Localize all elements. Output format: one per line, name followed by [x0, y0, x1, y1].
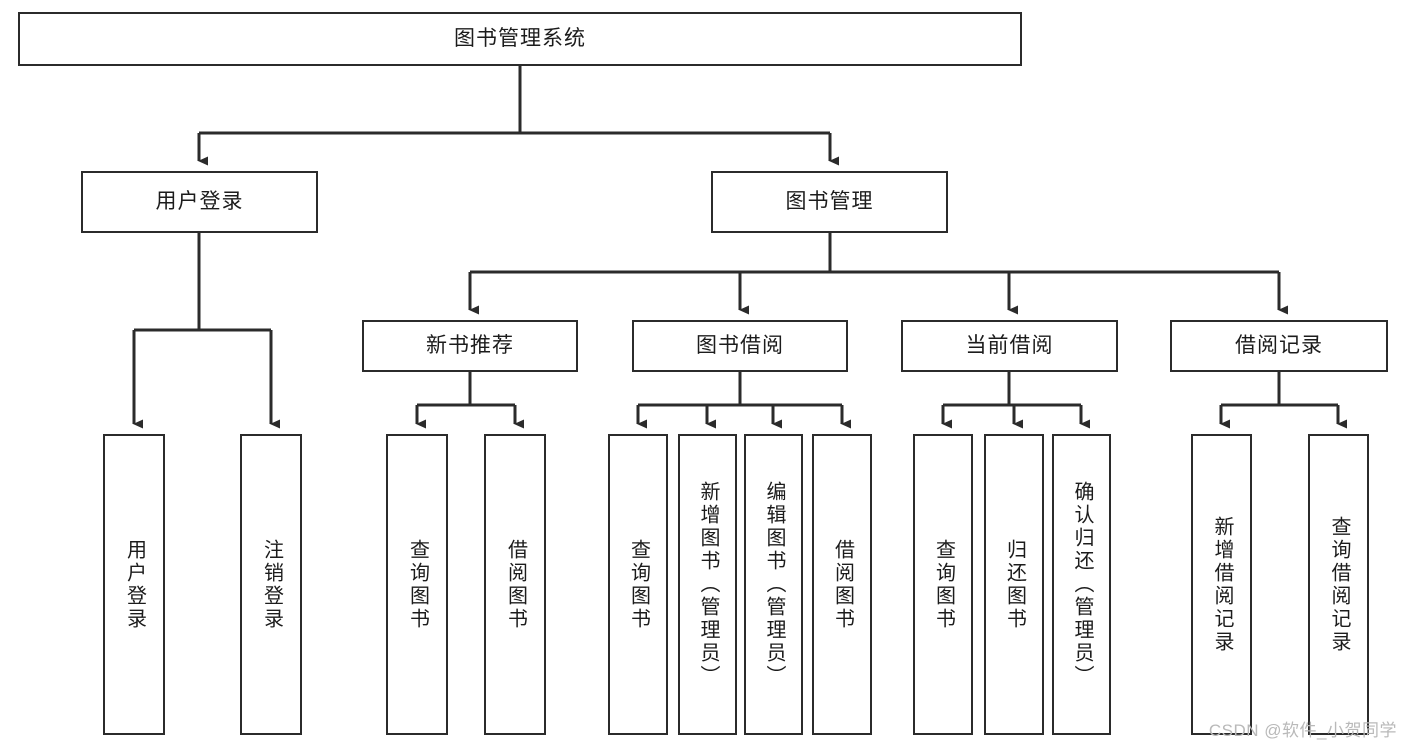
node-leaf-confirm-return-admin[interactable]: 确认归还（管理员）: [1052, 434, 1111, 735]
node-leaf-query-borrow-record-label: 查询借阅记录: [1328, 515, 1350, 654]
node-leaf-query-book-current[interactable]: 查询图书: [913, 434, 973, 735]
node-leaf-user-logout[interactable]: 注销登录: [240, 434, 302, 735]
node-leaf-edit-book-admin[interactable]: 编辑图书（管理员）: [744, 434, 803, 735]
node-leaf-return-book-label: 归还图书: [1003, 538, 1026, 631]
node-current-borrow-label: 当前借阅: [965, 334, 1054, 358]
node-leaf-user-login[interactable]: 用户登录: [103, 434, 165, 735]
node-leaf-add-borrow-record[interactable]: 新增借阅记录: [1191, 434, 1252, 735]
node-user-login[interactable]: 用户登录: [81, 171, 318, 233]
node-leaf-confirm-return-admin-label: 确认归还（管理员）: [1071, 481, 1093, 688]
node-book-borrow[interactable]: 图书借阅: [632, 320, 848, 372]
node-leaf-add-book-admin[interactable]: 新增图书（管理员）: [678, 434, 737, 735]
node-leaf-user-logout-label: 注销登录: [260, 538, 283, 631]
node-new-book-rec[interactable]: 新书推荐: [362, 320, 578, 372]
node-leaf-borrow-book[interactable]: 借阅图书: [812, 434, 872, 735]
node-leaf-query-book-rec[interactable]: 查询图书: [386, 434, 448, 735]
node-borrow-record-label: 借阅记录: [1235, 334, 1323, 358]
node-leaf-user-login-label: 用户登录: [123, 538, 146, 631]
node-leaf-query-book-current-label: 查询图书: [932, 538, 955, 631]
node-leaf-edit-book-admin-label: 编辑图书（管理员）: [763, 481, 785, 688]
node-root[interactable]: 图书管理系统: [18, 12, 1022, 66]
node-leaf-query-borrow-record[interactable]: 查询借阅记录: [1308, 434, 1369, 735]
watermark: CSDN @软件_小贺同学: [1208, 721, 1397, 740]
node-root-label: 图书管理系统: [454, 27, 586, 51]
node-leaf-borrow-book-rec-label: 借阅图书: [504, 538, 527, 631]
node-leaf-return-book[interactable]: 归还图书: [984, 434, 1044, 735]
node-leaf-borrow-book-rec[interactable]: 借阅图书: [484, 434, 546, 735]
node-leaf-query-book-borrow[interactable]: 查询图书: [608, 434, 668, 735]
node-book-manage-label: 图书管理: [785, 190, 874, 214]
node-user-login-label: 用户登录: [155, 190, 244, 214]
node-leaf-borrow-book-label: 借阅图书: [831, 538, 854, 631]
node-leaf-query-book-rec-label: 查询图书: [406, 538, 429, 631]
node-new-book-rec-label: 新书推荐: [426, 334, 514, 358]
node-leaf-add-book-admin-label: 新增图书（管理员）: [697, 481, 719, 688]
node-book-manage[interactable]: 图书管理: [711, 171, 948, 233]
node-leaf-add-borrow-record-label: 新增借阅记录: [1211, 515, 1233, 654]
node-book-borrow-label: 图书借阅: [696, 334, 784, 358]
node-leaf-query-book-borrow-label: 查询图书: [627, 538, 650, 631]
node-current-borrow[interactable]: 当前借阅: [901, 320, 1118, 372]
node-borrow-record[interactable]: 借阅记录: [1170, 320, 1388, 372]
